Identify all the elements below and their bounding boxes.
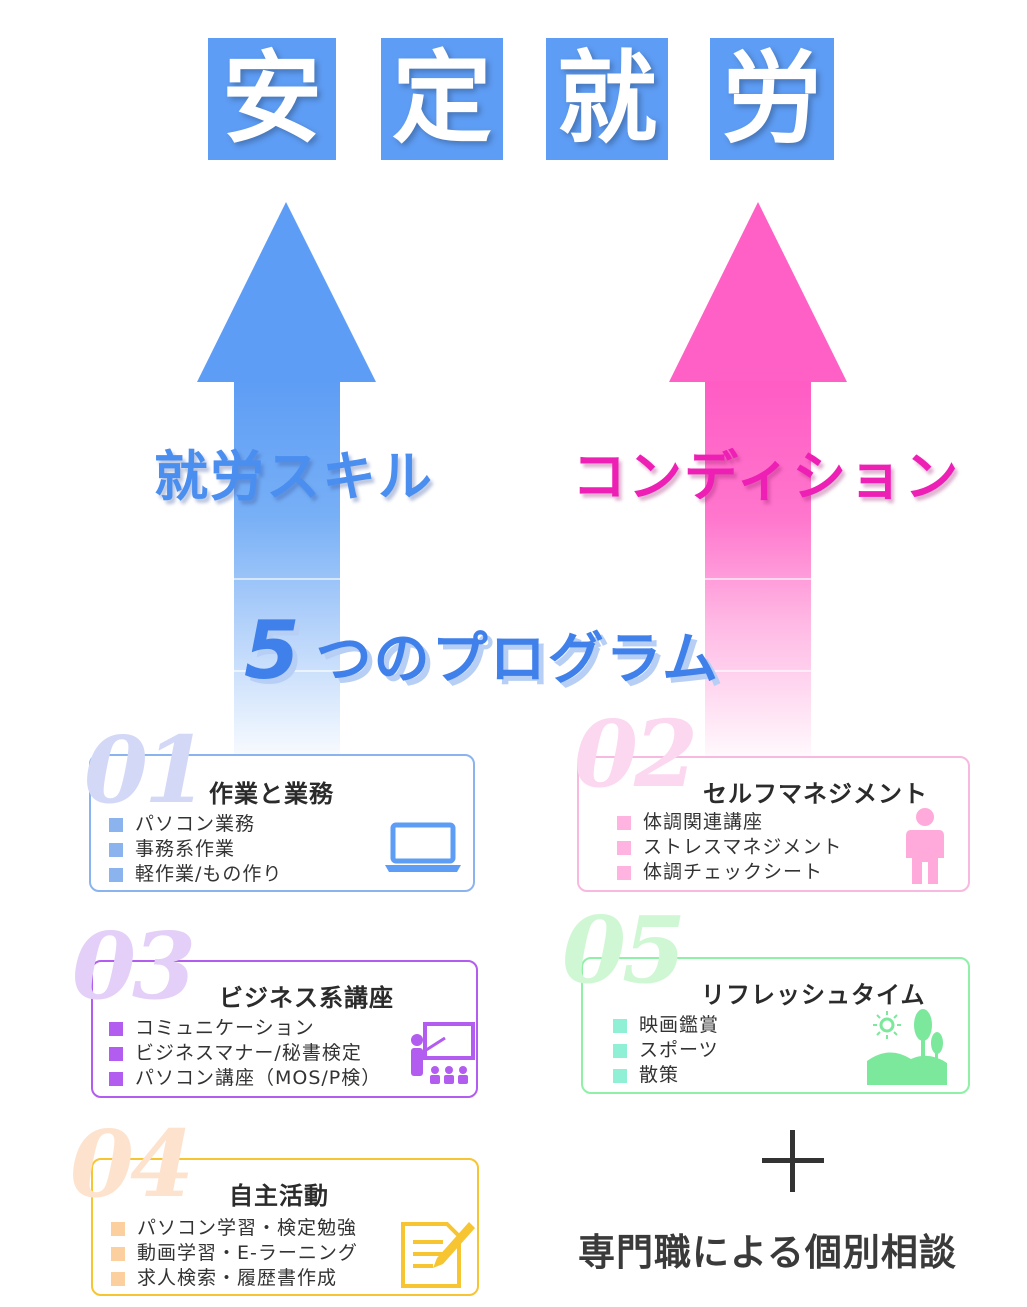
document-pen-icon xyxy=(401,1222,475,1288)
program-title: ビジネス系講座 xyxy=(219,984,394,1012)
list-item: 体調関連講座 xyxy=(617,810,842,835)
program-number-05: 05 xyxy=(562,896,686,1004)
list-item: スポーツ xyxy=(613,1038,719,1063)
list-item: 求人検索・履歴書作成 xyxy=(111,1266,358,1291)
consultation-text: 専門職による個別相談 xyxy=(578,1231,957,1274)
laptop-icon xyxy=(385,822,461,872)
list-item: 事務系作業 xyxy=(109,837,282,862)
list-item: 散策 xyxy=(613,1063,719,1088)
program-card-01: 作業と業務 パソコン業務 事務系作業 軽作業/もの作り xyxy=(89,754,475,892)
program-title: リフレッシュタイム xyxy=(701,981,926,1009)
condition-label: コンディション xyxy=(572,445,961,508)
lecture-icon xyxy=(411,1022,475,1084)
program-card-03: ビジネス系講座 コミュニケーション ビジネスマナー/秘書検定 パソコン講座（MO… xyxy=(91,960,478,1098)
title-char-1: 安 xyxy=(208,38,336,160)
list-item: パソコン学習・検定勉強 xyxy=(111,1216,358,1241)
program-number-02: 02 xyxy=(574,700,698,808)
person-icon xyxy=(906,808,944,884)
list-item: ビジネスマナー/秘書検定 xyxy=(109,1041,381,1066)
title-char-2: 定 xyxy=(381,38,503,160)
program-title: セルフマネジメント xyxy=(703,780,928,808)
program-title: 自主活動 xyxy=(229,1182,329,1210)
landscape-icon xyxy=(867,1009,947,1085)
list-item: 体調チェックシート xyxy=(617,860,842,885)
program-card-05: リフレッシュタイム 映画鑑賞 スポーツ 散策 xyxy=(581,957,970,1094)
list-item: 動画学習・E-ラーニング xyxy=(111,1241,358,1266)
program-items: 体調関連講座 ストレスマネジメント 体調チェックシート xyxy=(617,810,842,885)
program-card-04: 自主活動 パソコン学習・検定勉強 動画学習・E-ラーニング 求人検索・履歴書作成 xyxy=(91,1158,479,1296)
program-items: パソコン業務 事務系作業 軽作業/もの作り xyxy=(109,812,282,887)
program-title: 作業と業務 xyxy=(209,780,334,808)
title-char-3: 就 xyxy=(546,38,668,160)
program-number-03: 03 xyxy=(72,912,196,1020)
list-item: コミュニケーション xyxy=(109,1016,381,1041)
list-item: パソコン講座（MOS/P検） xyxy=(109,1066,381,1091)
list-item: 映画鑑賞 xyxy=(613,1013,719,1038)
list-item: パソコン業務 xyxy=(109,812,282,837)
condition-arrow xyxy=(669,202,847,770)
plus-icon xyxy=(762,1130,824,1192)
skill-label: 就労スキル xyxy=(154,445,434,508)
title-char-4: 労 xyxy=(710,38,834,160)
program-card-02: セルフマネジメント 体調関連講座 ストレスマネジメント 体調チェックシート xyxy=(577,756,970,892)
program-number-01: 01 xyxy=(84,716,208,824)
program-number-04: 04 xyxy=(70,1110,194,1218)
program-items: コミュニケーション ビジネスマナー/秘書検定 パソコン講座（MOS/P検） xyxy=(109,1016,381,1091)
list-item: ストレスマネジメント xyxy=(617,835,842,860)
list-item: 軽作業/もの作り xyxy=(109,862,282,887)
five-programs-text: つのプログラム xyxy=(315,627,720,692)
program-items: 映画鑑賞 スポーツ 散策 xyxy=(613,1013,719,1088)
five-number: 5 xyxy=(244,604,300,697)
program-items: パソコン学習・検定勉強 動画学習・E-ラーニング 求人検索・履歴書作成 xyxy=(111,1216,358,1291)
skill-arrow xyxy=(197,202,376,770)
